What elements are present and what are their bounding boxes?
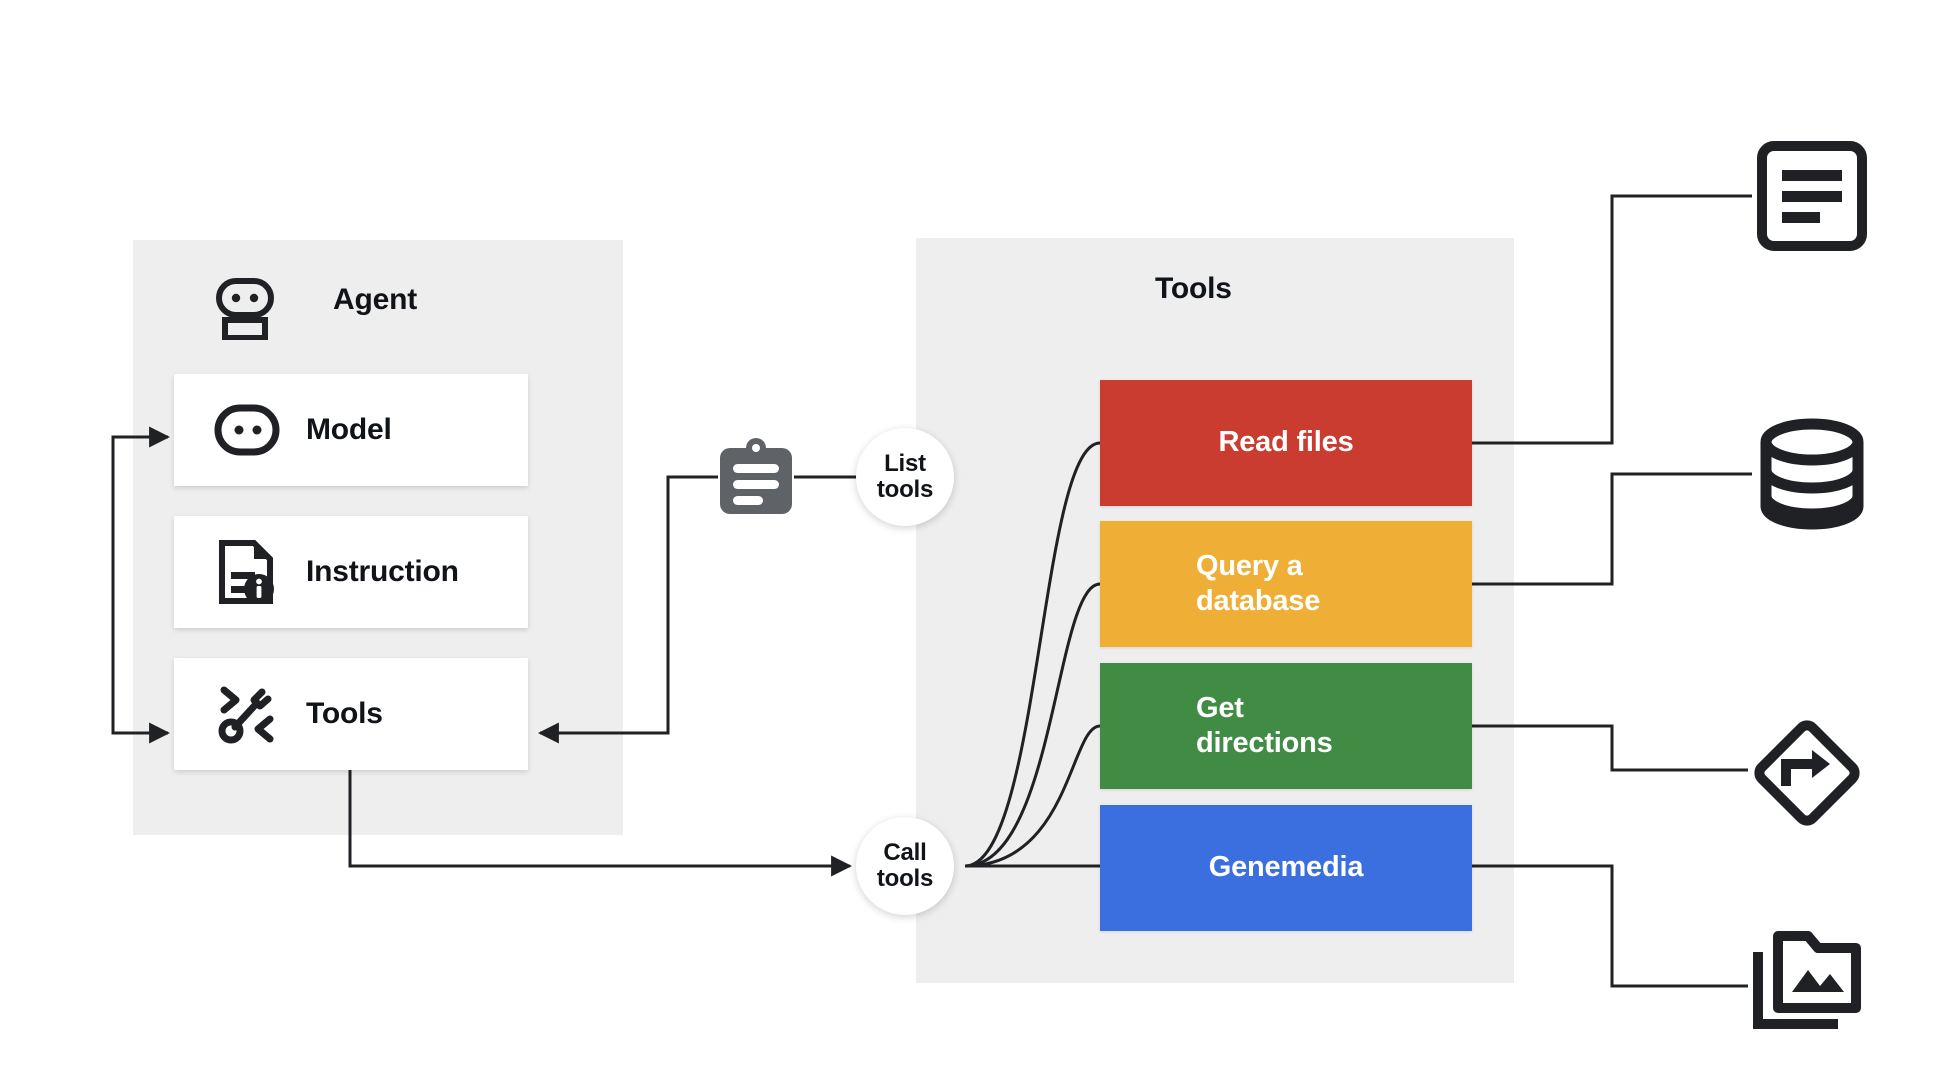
agent-card-tools-label: Tools xyxy=(306,697,383,730)
tool-box-genemedia-label: Genemedia xyxy=(1208,851,1364,884)
wire-query-database-to-database xyxy=(1472,472,1752,586)
wire-read-files-to-document xyxy=(1472,194,1752,445)
agent-card-tools[interactable]: Tools xyxy=(174,658,528,770)
hub-call-tools-line1: Call xyxy=(883,839,927,867)
wrench-code-icon xyxy=(214,681,280,747)
hub-call-tools[interactable]: Call tools xyxy=(856,817,954,915)
tool-box-read-files[interactable]: Read files xyxy=(1100,380,1472,506)
agent-panel-title: Agent xyxy=(333,283,417,316)
document-lines-icon xyxy=(1756,140,1868,252)
agent-card-model-label: Model xyxy=(306,413,392,446)
media-folder-icon xyxy=(1752,930,1864,1042)
hub-list-tools-line1: List xyxy=(884,450,926,478)
database-icon xyxy=(1756,418,1868,530)
hub-call-tools-line2: tools xyxy=(876,865,934,892)
hub-list-tools-line2: tools xyxy=(876,476,934,503)
tool-box-genemedia[interactable]: Genemedia xyxy=(1100,805,1472,931)
document-info-icon xyxy=(214,539,280,605)
clipboard-list-icon xyxy=(718,438,794,516)
tools-panel-title: Tools xyxy=(1155,272,1232,305)
agent-card-instruction-label: Instruction xyxy=(306,555,459,588)
directions-diamond-icon xyxy=(1748,714,1860,826)
robot-icon xyxy=(214,278,276,341)
agent-card-instruction[interactable]: Instruction xyxy=(174,516,528,628)
agent-card-model[interactable]: Model xyxy=(174,374,528,486)
hub-list-tools[interactable]: List tools xyxy=(856,428,954,526)
tool-box-read-files-label: Read files xyxy=(1218,426,1354,459)
model-chip-icon xyxy=(214,397,280,463)
